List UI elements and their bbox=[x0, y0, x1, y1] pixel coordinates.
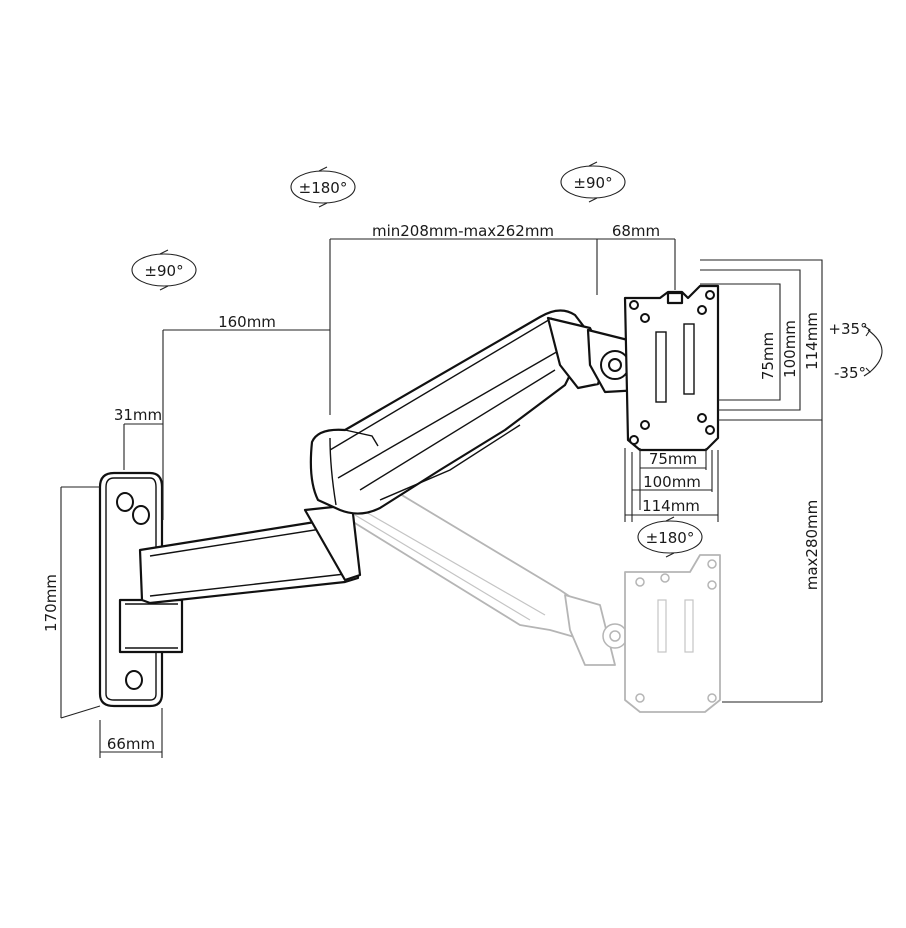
vesa-75-vertical-label: 75mm bbox=[759, 332, 777, 380]
head-swivel-label: ±90° bbox=[573, 174, 612, 192]
arm-swivel-label: ±180° bbox=[299, 179, 348, 197]
wall-swivel-label: ±90° bbox=[144, 262, 183, 280]
rotation-icon-wall bbox=[131, 249, 197, 291]
arm-length-label: 160mm bbox=[218, 313, 276, 331]
rotation-icon-arm bbox=[290, 166, 356, 208]
dimension-lines bbox=[60, 238, 823, 758]
screw-hole-icon bbox=[125, 670, 143, 690]
wall-plate bbox=[98, 471, 184, 708]
screw-hole-icon bbox=[116, 492, 134, 512]
vesa-100-horizontal-label: 100mm bbox=[643, 473, 701, 491]
tilt-down-label: -35° bbox=[834, 364, 866, 382]
rotation-icon-rotate bbox=[637, 516, 703, 558]
rotate-label: ±180° bbox=[646, 529, 695, 547]
vesa-100-vertical-label: 100mm bbox=[781, 320, 799, 378]
upper-arm bbox=[309, 309, 607, 515]
rotation-icon-head bbox=[560, 161, 626, 203]
screw-hole-icon bbox=[132, 505, 150, 525]
vesa-plate bbox=[623, 284, 720, 452]
vesa-114-horizontal-label: 114mm bbox=[642, 497, 700, 515]
vesa-offset-label: 68mm bbox=[612, 222, 660, 240]
ghost-arm-lowered bbox=[329, 469, 721, 713]
wall-offset-label: 31mm bbox=[114, 406, 162, 424]
vesa-75-horizontal-label: 75mm bbox=[649, 450, 697, 468]
reach-label: min208mm-max262mm bbox=[372, 222, 554, 240]
tilt-up-label: +35° bbox=[828, 320, 867, 338]
lower-arm bbox=[138, 503, 362, 605]
tilt-arc-icon bbox=[863, 325, 883, 377]
vesa-114-vertical-label: 114mm bbox=[803, 312, 821, 370]
plate-width-label: 66mm bbox=[107, 735, 155, 753]
max-height-label: max280mm bbox=[803, 500, 821, 591]
plate-height-label: 170mm bbox=[42, 574, 60, 632]
